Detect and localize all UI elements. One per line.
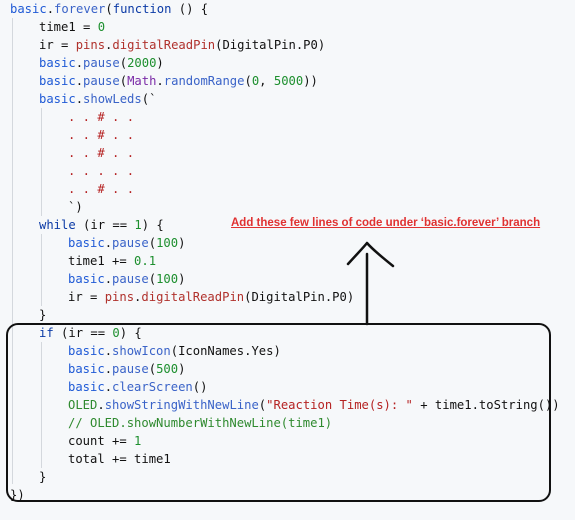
code-line: }: [39, 470, 47, 484]
code-line: basic.pause(100): [68, 236, 186, 250]
code-line: basic.forever(function () {: [10, 2, 209, 16]
indent-guide: [41, 108, 42, 216]
code-line: basic.showIcon(IconNames.Yes): [68, 344, 281, 358]
code-line: }: [39, 308, 47, 322]
indent-guide: [41, 234, 42, 306]
code-line: basic.pause(2000): [39, 56, 164, 70]
code-line: if (ir == 0) {: [39, 326, 142, 340]
up-arrow-icon: [346, 241, 395, 326]
code-line: basic.pause(100): [68, 272, 186, 286]
led-row: . . # . .: [68, 146, 135, 160]
led-row: . . # . .: [68, 182, 135, 196]
indent-guide: [41, 342, 42, 468]
code-line: `): [68, 200, 83, 214]
code-line: total += time1: [68, 452, 171, 466]
led-row: . . . . .: [68, 164, 135, 178]
led-row: . . # . .: [68, 110, 135, 124]
indent-guide: [12, 18, 13, 484]
code-line: basic.clearScreen(): [68, 380, 208, 394]
highlight-box: [6, 323, 551, 502]
code-line: ir = pins.digitalReadPin(DigitalPin.P0): [68, 290, 355, 304]
code-line: basic.showLeds(`: [39, 92, 157, 106]
code-line: count += 1: [68, 434, 142, 448]
led-row: . . # . .: [68, 128, 135, 142]
code-comment: // OLED.showNumberWithNewLine(time1): [68, 416, 333, 430]
code-line: basic.pause(Math.randomRange(0, 5000)): [39, 74, 318, 88]
code-line: time1 = 0: [39, 20, 106, 34]
code-line: time1 += 0.1: [68, 254, 157, 268]
code-line: basic.pause(500): [68, 362, 186, 376]
code-line: ir = pins.digitalReadPin(DigitalPin.P0): [39, 38, 326, 52]
annotation-label: Add these few lines of code under ‘basic…: [231, 217, 541, 229]
code-line: OLED.showStringWithNewLine("Reaction Tim…: [68, 398, 560, 412]
code-line: while (ir == 1) {: [39, 218, 164, 232]
